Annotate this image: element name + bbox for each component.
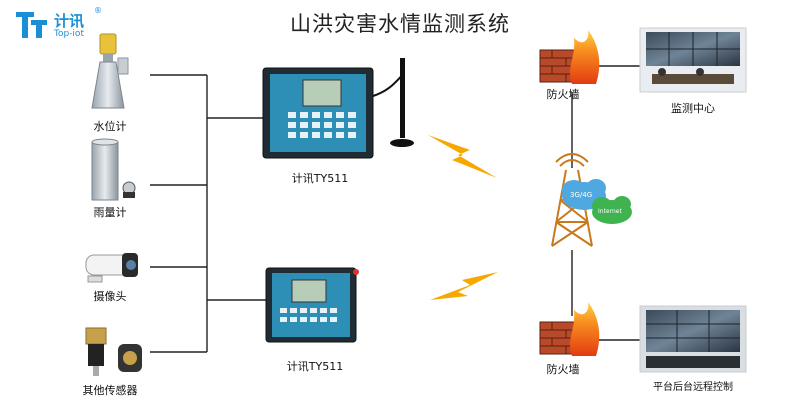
logo-reg: ®	[94, 6, 102, 15]
sensor-label-camera: 摄像头	[93, 290, 127, 303]
logo-sub: Top-iot	[54, 29, 84, 39]
rain-gauge-icon	[91, 138, 136, 201]
logo-mark-icon	[16, 12, 47, 38]
platform-control-photo	[639, 305, 747, 373]
sensor-label-rain-gauge: 雨量计	[93, 206, 127, 219]
other-sensors-icon	[85, 327, 142, 376]
firewall-bottom-label: 防火墙	[546, 363, 580, 376]
rtu-top-label: 计讯TY511	[291, 172, 349, 185]
monitoring-center-label: 监测中心	[671, 102, 715, 115]
firewall-bottom-icon	[539, 302, 600, 356]
network-lines	[571, 65, 640, 341]
cloud-3g-label: 3G/4G	[570, 191, 593, 199]
water-level-gauge-icon	[91, 33, 129, 109]
monitoring-center-photo	[639, 27, 747, 93]
platform-control-label: 平台后台远程控制	[653, 382, 733, 393]
logo: 计讯 ® Top-iot	[14, 6, 104, 42]
cloud-internet-label: Internet	[598, 208, 622, 215]
rtu-bottom-label: 计讯TY511	[286, 360, 344, 373]
rtu-top-device-icon	[262, 58, 414, 159]
sensor-bus-lines	[150, 74, 268, 353]
firewall-top-icon	[539, 30, 600, 84]
wireless-link-top-icon	[428, 135, 497, 178]
sensor-label-other: 其他传感器	[82, 384, 138, 397]
camera-icon	[85, 253, 138, 283]
cell-tower-icon	[551, 153, 593, 247]
sensor-label-water-level: 水位计	[93, 120, 127, 133]
rtu-bottom-device-icon	[265, 267, 359, 343]
firewall-top-label: 防火墙	[546, 88, 580, 101]
logo-brand: 计讯	[54, 12, 85, 30]
page-title: 山洪灾害水情监测系统	[290, 12, 510, 36]
cloud-internet-icon	[592, 196, 632, 224]
wireless-link-bottom-icon	[430, 272, 498, 300]
